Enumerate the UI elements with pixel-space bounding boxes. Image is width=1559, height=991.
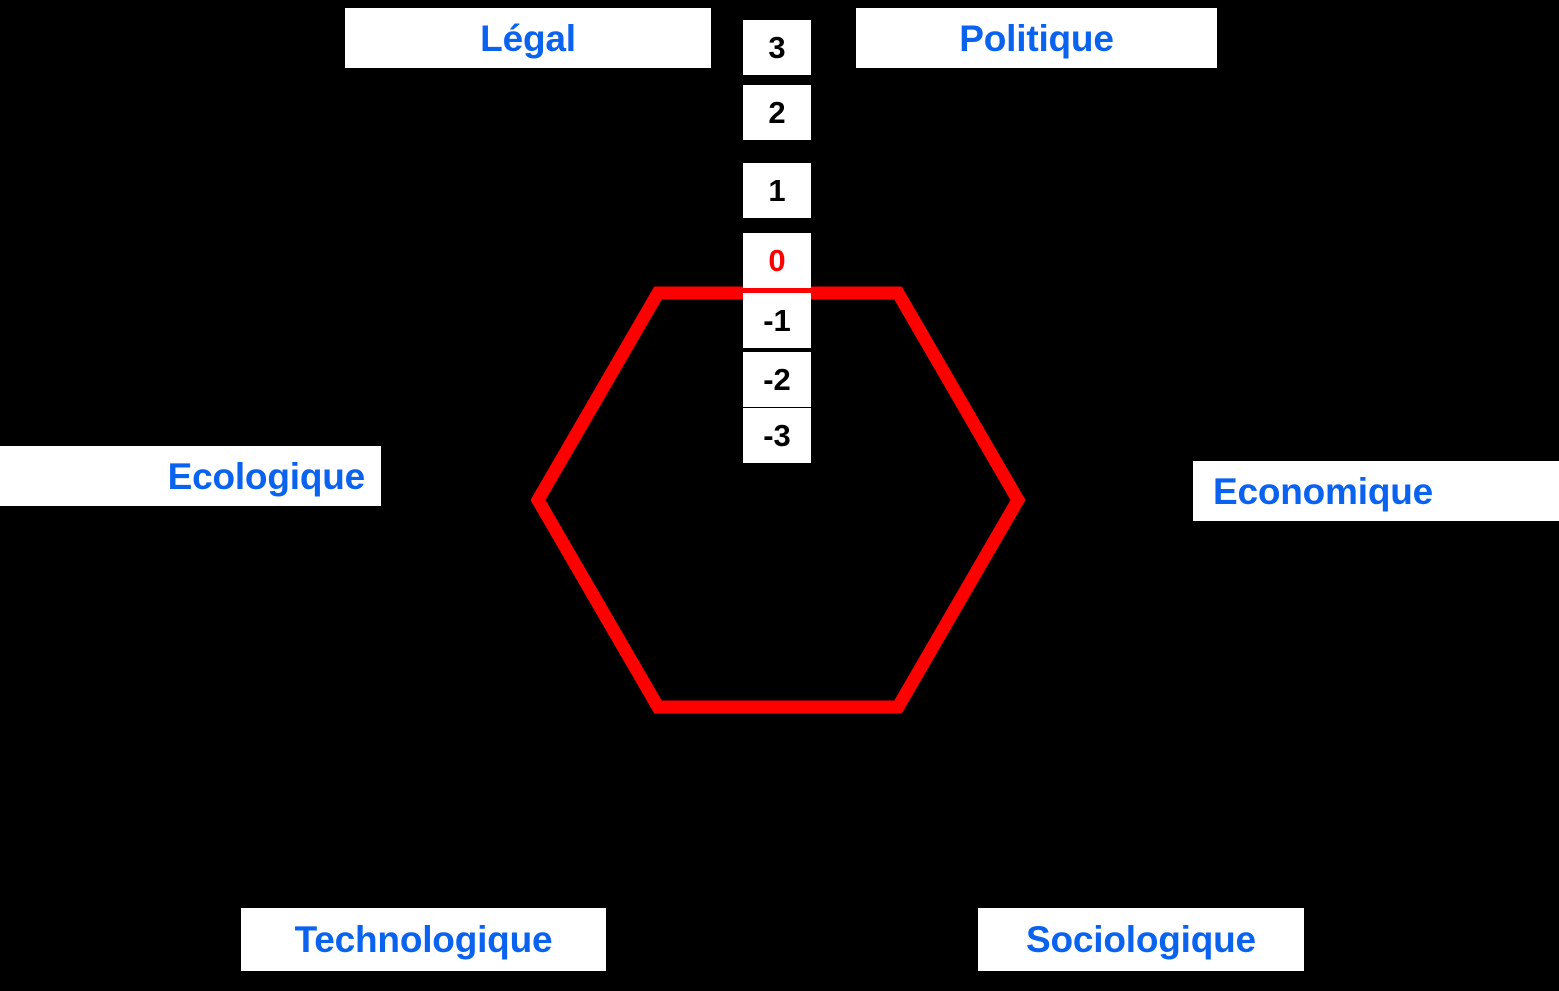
axis-label-sociologique-text: Sociologique xyxy=(1026,919,1256,960)
axis-label-technologique[interactable]: Technologique xyxy=(241,908,606,971)
axis-label-economique[interactable]: Economique xyxy=(1193,461,1559,521)
axis-label-politique-text: Politique xyxy=(959,17,1114,59)
radial-tick-3-text: 3 xyxy=(768,30,786,65)
axis-label-legal[interactable]: Légal xyxy=(345,8,711,68)
radial-tick-minus-3: -3 xyxy=(743,408,811,463)
axis-label-sociologique[interactable]: Sociologique xyxy=(978,908,1304,971)
axis-label-politique[interactable]: Politique xyxy=(856,8,1217,68)
radial-tick-0-text: 0 xyxy=(768,243,786,278)
radial-tick-0: 0 xyxy=(743,233,811,288)
axis-label-ecologique-text: Ecologique xyxy=(167,455,366,497)
axis-label-legal-text: Légal xyxy=(480,17,576,59)
radial-tick-1-text: 1 xyxy=(768,173,786,208)
radial-tick-minus-2-text: -2 xyxy=(763,362,791,397)
radial-tick-1: 1 xyxy=(743,163,811,218)
radial-tick-minus-2: -2 xyxy=(743,352,811,407)
axis-label-economique-text: Economique xyxy=(1213,470,1434,512)
axis-label-technologique-text: Technologique xyxy=(294,919,553,960)
radar-series-polygon-pestel xyxy=(530,286,1026,714)
radial-tick-2: 2 xyxy=(743,85,811,140)
radial-tick-3: 3 xyxy=(743,20,811,75)
radial-tick-minus-1-text: -1 xyxy=(763,303,791,338)
radial-tick-minus-3-text: -3 xyxy=(763,418,791,453)
radial-tick-minus-1: -1 xyxy=(743,293,811,348)
radial-tick-2-text: 2 xyxy=(768,95,786,130)
axis-label-ecologique[interactable]: Ecologique xyxy=(0,446,381,506)
